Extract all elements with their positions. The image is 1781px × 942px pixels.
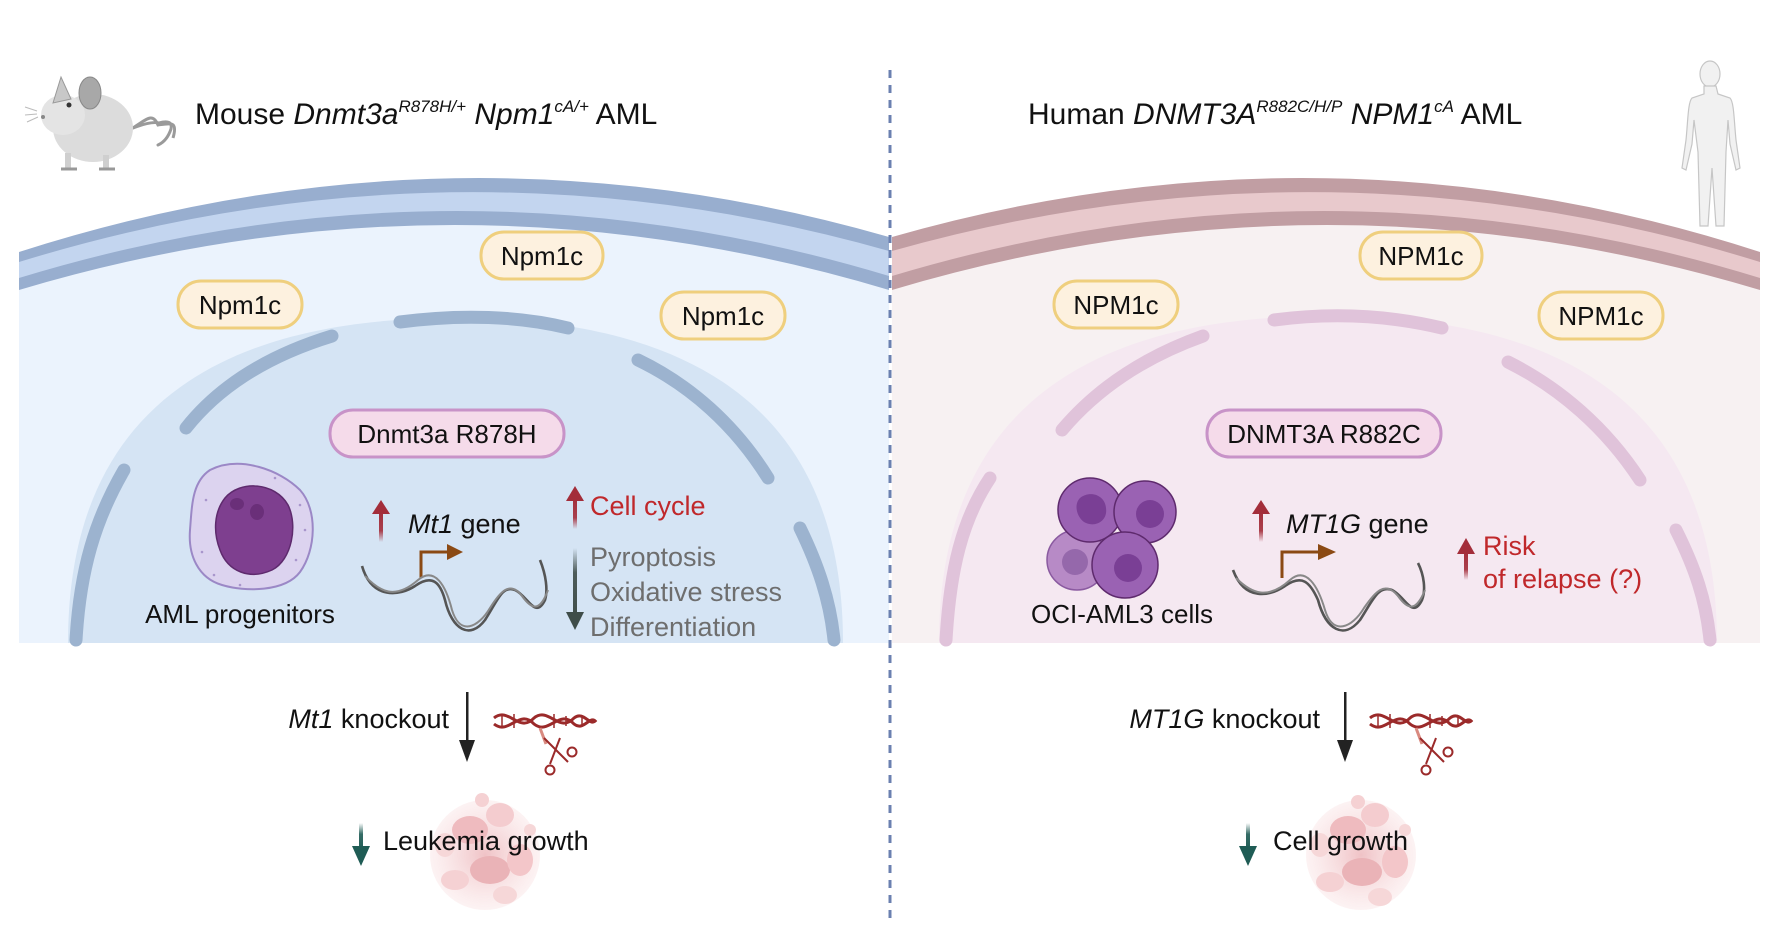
npm1c-pill: NPM1c: [1537, 290, 1665, 341]
down-arrow-icon: [459, 692, 475, 762]
leukemia-cells-blob-icon: [430, 793, 540, 910]
npm1c-pill: Npm1c: [176, 279, 304, 330]
leukemia-growth-label: Leukemia growth: [383, 826, 589, 856]
pyroptosis-label: Pyroptosis: [590, 542, 716, 572]
human-panel: Human DNMT3AR882C/H/P NPM1cA AML NPM1c N…: [892, 60, 1760, 910]
svg-text:NPM1c: NPM1c: [1558, 301, 1643, 331]
aml-progenitors-label: AML progenitors: [145, 599, 335, 629]
dnmt3a-pill: Dnmt3a R878H: [328, 408, 566, 459]
svg-text:Dnmt3a R878H: Dnmt3a R878H: [357, 419, 536, 449]
human-figure-icon: [1681, 60, 1741, 227]
relapse-label: of relapse (?): [1483, 564, 1642, 594]
mouse-icon: [24, 75, 177, 171]
svg-text:NPM1c: NPM1c: [1378, 241, 1463, 271]
human-title: Human DNMT3AR882C/H/P NPM1cA AML: [1028, 97, 1522, 131]
mouse-title: Mouse Dnmt3aR878H/+ Npm1cA/+ AML: [195, 97, 657, 131]
risk-label: Risk: [1483, 531, 1536, 561]
npm1c-pill: NPM1c: [1052, 279, 1180, 330]
dnmt3a-pill: DNMT3A R882C: [1205, 408, 1443, 459]
crispr-dna-scissors-icon: [493, 713, 598, 776]
tumor-cells-blob-icon: [1306, 795, 1416, 910]
down-arrow-icon: [1239, 823, 1257, 866]
human-nuclear-envelope: [939, 309, 1717, 647]
mt1g-knockout-label: MT1G knockout: [1129, 704, 1320, 734]
oci-aml3-cells-label: OCI-AML3 cells: [1031, 599, 1213, 629]
up-arrow-icon: [1252, 500, 1270, 542]
svg-text:Npm1c: Npm1c: [199, 290, 281, 320]
npm1c-pill: Npm1c: [659, 290, 787, 341]
mt1-knockout-label: Mt1 knockout: [288, 704, 449, 734]
up-arrow-icon: [372, 500, 390, 542]
mt1-gene-label: Mt1 gene: [408, 509, 521, 539]
down-arrow-icon: [1337, 692, 1353, 762]
oxidative-stress-label: Oxidative stress: [590, 577, 782, 607]
promoter-arrow-icon: [419, 544, 463, 578]
npm1c-pill: NPM1c: [1358, 230, 1484, 281]
cell-growth-label: Cell growth: [1273, 826, 1408, 856]
cell-cycle-label: Cell cycle: [590, 491, 706, 521]
down-arrow-icon: [352, 823, 370, 866]
mouse-nuclear-envelope: [69, 310, 841, 647]
npm1c-pill: Npm1c: [479, 230, 605, 281]
up-arrow-icon: [566, 486, 584, 529]
aml-progenitor-cell-icon: [188, 462, 314, 591]
svg-text:Npm1c: Npm1c: [501, 241, 583, 271]
svg-text:DNMT3A R882C: DNMT3A R882C: [1227, 419, 1421, 449]
crispr-dna-scissors-icon: [1369, 713, 1474, 776]
oci-aml3-cells-icon: [1046, 477, 1177, 599]
svg-text:NPM1c: NPM1c: [1073, 290, 1158, 320]
promoter-arrow-icon: [1280, 544, 1336, 578]
up-arrow-icon: [1457, 538, 1475, 580]
mouse-panel: Mouse Dnmt3aR878H/+ Npm1cA/+ AML Npm1c N…: [19, 75, 889, 910]
mt1g-gene-label: MT1G gene: [1286, 509, 1429, 539]
dna-strand-icon: [360, 559, 549, 632]
differentiation-label: Differentiation: [590, 612, 756, 642]
svg-text:Npm1c: Npm1c: [682, 301, 764, 331]
down-arrow-icon: [566, 548, 584, 630]
dna-strand-icon: [1231, 562, 1426, 632]
